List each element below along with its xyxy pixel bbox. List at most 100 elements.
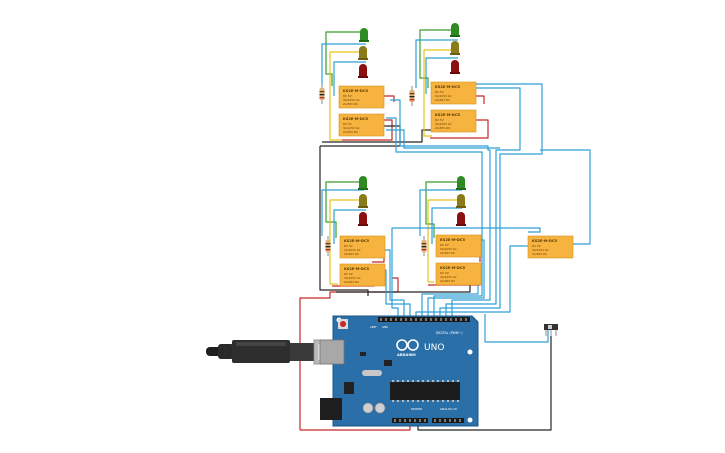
relay-spec-line: 3A/125V AC	[440, 247, 457, 251]
wire-yellow-2[interactable]	[423, 49, 452, 137]
wire-black-switch[interactable]	[417, 336, 552, 431]
led-green-4[interactable]	[456, 176, 466, 190]
wire-black-gnd-4[interactable]	[322, 129, 432, 143]
wire-blue-sig-4[interactable]	[386, 117, 483, 316]
analog-header[interactable]	[432, 418, 464, 423]
relay-spec-line: DC 5V	[440, 243, 449, 247]
gnd-label: GND	[382, 325, 388, 329]
wire-yellow-4[interactable]	[427, 199, 458, 283]
relay-spec-line: 2A/30V DC	[344, 252, 359, 256]
wire-blue-led-3[interactable]	[321, 189, 364, 236]
arduino-logo: ARDUINO	[396, 339, 419, 357]
reset-button[interactable]	[338, 319, 348, 329]
slide-switch[interactable]	[544, 324, 558, 336]
wire-red-relay-2[interactable]	[430, 119, 489, 139]
led-green-3[interactable]	[358, 176, 368, 190]
wire-green-1[interactable]	[325, 31, 364, 86]
relay-part-label: KS2E-M-DC5	[435, 85, 461, 89]
wire-blue-led-2[interactable]	[415, 39, 458, 88]
relay-spec-line: 2A/30V DC	[532, 252, 547, 256]
relay-spec-line: 3A/125V AC	[344, 276, 361, 280]
relay-part-label: KS2E-M-DC5	[344, 267, 370, 271]
relay-spec-line: DC 5V	[435, 118, 444, 122]
led-green-2[interactable]	[450, 23, 460, 37]
wire-blue-sig-1[interactable]	[390, 99, 491, 316]
wire-blue-led-6[interactable]	[425, 57, 458, 94]
resistors	[319, 84, 427, 256]
wire-blue-sig-11[interactable]	[540, 149, 591, 245]
relay-spec-line: 3A/125V AC	[435, 94, 452, 98]
relay-spec-line: 3A/125V AC	[343, 98, 360, 102]
led-red-3[interactable]	[358, 212, 368, 226]
relay-spec-line: DC 5V	[343, 94, 352, 98]
wire-black-gnd-1[interactable]	[319, 146, 369, 296]
relay-3[interactable]: KS2E-M-DC5 DC 5V 3A/125V AC 2A/30V DC	[430, 81, 477, 105]
relay-part-label: KS2E-M-DC5	[440, 266, 466, 270]
led-olive-4[interactable]	[456, 194, 466, 208]
usb-jack	[319, 339, 345, 365]
relay-spec-line: DC 5V	[435, 90, 444, 94]
resistor-2[interactable]	[409, 86, 415, 106]
relay-part-label: KS2E-M-DC5	[343, 117, 369, 121]
led-red-4[interactable]	[456, 212, 466, 226]
aref-label: AREF	[370, 325, 377, 329]
relay-spec-line: DC 5V	[440, 271, 449, 275]
power-header[interactable]	[392, 418, 428, 423]
relay-spec-line: 2A/30V DC	[435, 98, 450, 102]
power-label: POWER	[411, 407, 422, 411]
wire-green-2[interactable]	[419, 29, 455, 88]
arduino-brand: ARDUINO	[397, 353, 416, 357]
wire-red-vcc[interactable]	[299, 277, 399, 430]
led-red-2[interactable]	[450, 60, 460, 74]
relay-6[interactable]: KS2E-M-DC5 DC 5V 3A/125V AC 2A/30V DC	[339, 263, 386, 287]
capacitor	[374, 402, 386, 414]
resistor-4[interactable]	[421, 236, 427, 256]
arduino-uno-board[interactable]: GND AREF DIGITAL (PWM~) ARDUINO UNO POWE…	[319, 315, 479, 427]
wire-green-4[interactable]	[425, 181, 460, 238]
relay-spec-line: 2A/30V DC	[344, 280, 359, 284]
wire-green-3[interactable]	[325, 181, 363, 238]
led-olive-2[interactable]	[450, 41, 460, 55]
relay-5[interactable]: KS2E-M-DC5 DC 5V 3A/125V AC 2A/30V DC	[339, 235, 386, 259]
wire-blue-led-1[interactable]	[321, 43, 366, 84]
wire-blue-led-4[interactable]	[419, 189, 462, 236]
wire-blue-sig-10[interactable]	[391, 227, 541, 316]
wire-blue-led-7[interactable]	[333, 209, 366, 244]
wire-red-relay-5[interactable]	[384, 95, 395, 102]
resistor-3[interactable]	[325, 236, 331, 256]
relay-4[interactable]: KS2E-M-DC5 DC 5V 3A/125V AC 2A/30V DC	[430, 109, 477, 133]
wire-blue-sig-2[interactable]	[445, 87, 521, 316]
wire-red-relay-6[interactable]	[476, 95, 485, 104]
wire-blue-top-bus[interactable]	[386, 129, 500, 149]
relay-spec-line: DC 5V	[344, 272, 353, 276]
led-green-1[interactable]	[359, 28, 369, 42]
wire-blue-sig-3[interactable]	[439, 83, 543, 316]
relay-9[interactable]: KS2E-M-DC5 DC 5V 3A/125V AC 2A/30V DC	[527, 235, 574, 259]
wire-blue-switch[interactable]	[484, 314, 549, 343]
relay-7[interactable]: KS2E-M-DC5 DC 5V 3A/125V AC 2A/30V DC	[435, 234, 482, 258]
atmega-chip	[390, 380, 460, 402]
digital-header[interactable]	[378, 317, 470, 322]
relay-2[interactable]: KS2E-M-DC5 DC 5V 3A/125V AC 2A/30V DC	[338, 113, 385, 137]
relay-part-label: KS2E-M-DC5	[532, 239, 558, 243]
wire-blue-sig-9[interactable]	[415, 245, 528, 316]
relay-spec-line: 2A/30V DC	[435, 126, 450, 130]
wire-yellow-1[interactable]	[329, 51, 360, 141]
relay-1[interactable]: KS2E-M-DC5 DC 5V 3A/125V AC 2A/30V DC	[338, 85, 385, 109]
resistor-1[interactable]	[319, 84, 325, 104]
relay-spec-line: 2A/30V DC	[440, 251, 455, 255]
crystal	[362, 370, 382, 376]
led-olive-3[interactable]	[358, 194, 368, 208]
led-red-1[interactable]	[358, 64, 368, 78]
relay-part-label: KS2E-M-DC5	[440, 238, 466, 242]
smd-chip	[360, 352, 366, 356]
relay-8[interactable]: KS2E-M-DC5 DC 5V 3A/125V AC 2A/30V DC	[435, 262, 482, 286]
relay-spec-line: 3A/125V AC	[344, 248, 361, 252]
relay-spec-line: 3A/125V AC	[440, 275, 457, 279]
mounting-hole	[467, 417, 473, 423]
led-olive-1[interactable]	[358, 46, 368, 60]
wire-blue-led-5[interactable]	[333, 61, 366, 96]
relay-spec-line: DC 5V	[532, 244, 541, 248]
wire-blue-led-8[interactable]	[431, 207, 462, 244]
